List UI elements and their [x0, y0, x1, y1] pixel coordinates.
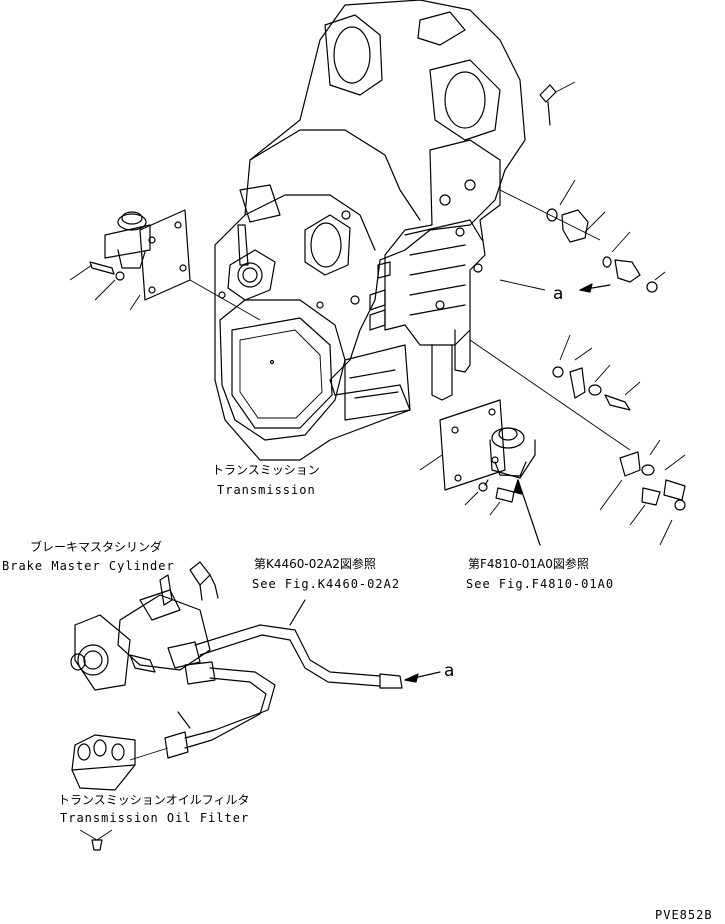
hose-upper [194, 599, 403, 689]
brake-master-cylinder [70, 561, 219, 691]
elbow-fitting-lower [602, 231, 666, 293]
leader-line-fitting-group [499, 189, 601, 291]
arrowhead-a-top [579, 283, 593, 293]
label-oil-filter-jp: トランスミッションオイルフィルタ [58, 793, 250, 807]
label-ref2-en: See Fig.F4810-01A0 [466, 577, 614, 591]
label-oil-filter-en: Transmission Oil Filter [60, 811, 249, 825]
marker-a-top: a [553, 284, 563, 304]
transmission-oil-filter [71, 734, 136, 851]
control-valve [369, 139, 501, 401]
left-mount-bracket [69, 209, 261, 321]
label-transmission-en: Transmission [217, 483, 316, 497]
label-transmission-jp: トランスミッション [212, 463, 320, 477]
right-mount-bracket [419, 339, 631, 546]
marker-a-bottom: a [444, 661, 454, 681]
label-ref1-en: See Fig.K4460-02A2 [252, 577, 400, 591]
transmission-housing [214, 0, 526, 461]
pressure-sensor-top [539, 81, 576, 126]
label-ref1-jp: 第K4460-02A2図参照 [254, 556, 376, 571]
label-ref2-jp: 第F4810-01A0図参照 [468, 556, 589, 571]
right-hardware-group [552, 334, 686, 546]
label-brake-master-cylinder-jp: ブレーキマスタシリンダ [30, 539, 162, 554]
arrowhead-a-bottom [404, 673, 419, 683]
elbow-fitting-upper [546, 179, 606, 243]
hose-lower [129, 661, 276, 761]
drawing-code: PVE852B [655, 908, 713, 922]
label-brake-master-cylinder-en: Brake Master Cylinder [2, 559, 175, 573]
